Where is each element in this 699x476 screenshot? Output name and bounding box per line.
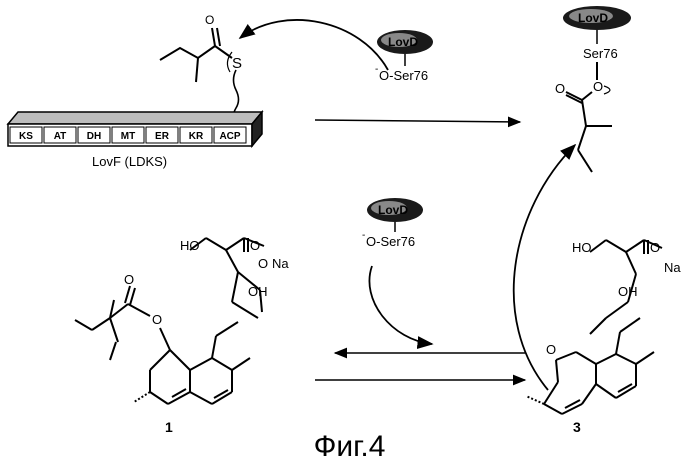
c3-alkoxide: O	[546, 342, 556, 357]
c1-ester-o1: O	[124, 272, 134, 287]
sulfur-label: S	[232, 55, 242, 72]
lovd-label-middle: LovD	[378, 203, 408, 217]
c3-ho: HO	[572, 240, 592, 255]
svg-text:-: -	[362, 230, 365, 241]
figure-caption: Фиг.4	[0, 430, 699, 464]
c1-oh: OH	[248, 284, 268, 299]
acyl-enzyme-ester	[566, 62, 612, 172]
acyl-ester-oxygen: O	[593, 79, 603, 94]
svg-text:-: -	[375, 64, 378, 75]
attack-arrow-top	[240, 20, 388, 70]
c1-ho: HO	[180, 238, 200, 253]
c1-carbonyl-o: O	[250, 238, 260, 253]
acyl-carbonyl-oxygen: O	[555, 81, 565, 96]
c1-ester-o2: O	[152, 312, 162, 327]
c3-sodium: Na	[664, 260, 681, 275]
compound-1-structure	[75, 238, 264, 404]
transfer-arrow	[315, 120, 520, 122]
domain-label-er: ER	[155, 131, 170, 142]
pks-name: LovF (LDKS)	[92, 154, 167, 169]
carbonyl-oxygen-label: O	[205, 13, 214, 27]
domain-label-kr: KR	[189, 131, 204, 142]
lovd-label-right: LovD	[578, 11, 608, 25]
ser76-nucleophile-top: O-Ser76	[379, 68, 428, 83]
domain-label-mt: MT	[121, 131, 135, 142]
c3-oh: OH	[618, 284, 638, 299]
deacylation-arrow	[369, 266, 432, 344]
domain-label-dh: DH	[87, 131, 101, 142]
c1-sodium: Na	[272, 256, 289, 271]
c1-carboxylate-o: O	[258, 256, 268, 271]
domain-label-ks: KS	[19, 131, 33, 142]
acyl-acp-thioester	[160, 28, 239, 122]
ser76-nucleophile-middle: O-Ser76	[366, 234, 415, 249]
domain-label-at: AT	[54, 131, 67, 142]
lovd-label-top: LovD	[388, 35, 418, 49]
pks-domains: KS AT DH MT ER KR ACP	[10, 127, 246, 143]
c3-carbonyl-o: O	[650, 240, 660, 255]
ser76-right: Ser76	[583, 46, 618, 61]
domain-label-acp: ACP	[219, 131, 240, 142]
